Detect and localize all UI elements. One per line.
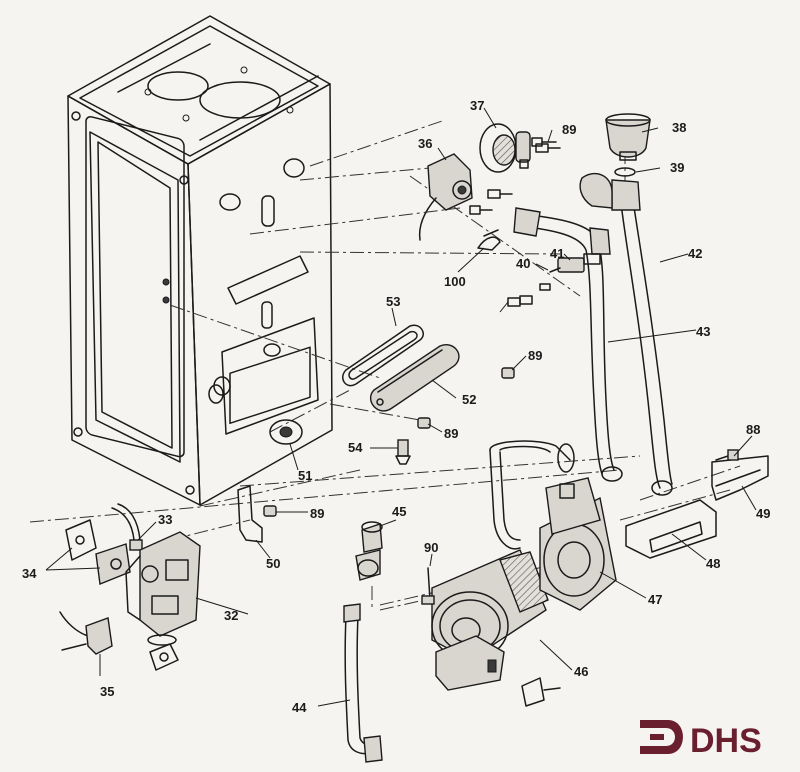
part-46-pump: [431, 549, 561, 707]
callout-51: 51: [298, 468, 312, 483]
callout-89-top: 89: [562, 122, 576, 137]
callout-54: 54: [348, 440, 363, 455]
callout-40: 40: [516, 256, 530, 271]
leader-lines: [45, 107, 757, 707]
part-50-bracket: [237, 485, 263, 543]
part-48-bracket: [625, 499, 717, 559]
bolt-89-mid: [501, 367, 515, 379]
callout-labels: 32 33 34 35 36 37 38 39 40 41 42 43 44 4…: [22, 98, 770, 715]
part-35-plug: [59, 611, 113, 655]
callout-46: 46: [574, 664, 588, 679]
callout-39: 39: [670, 160, 684, 175]
callout-41: 41: [550, 246, 564, 261]
callout-100: 100: [444, 274, 466, 289]
callout-43: 43: [696, 324, 710, 339]
callout-35: 35: [100, 684, 114, 699]
callout-34: 34: [22, 566, 37, 581]
boiler-casing: [67, 15, 333, 506]
part-47-pump-body: [489, 440, 617, 611]
callout-88: 88: [746, 422, 760, 437]
callout-42: 42: [688, 246, 702, 261]
callout-89-mid: 89: [528, 348, 542, 363]
part-100-clip: [477, 229, 501, 251]
callout-49: 49: [756, 506, 770, 521]
part-38-air-vent: [605, 113, 651, 161]
part-51-grommet: [269, 419, 303, 445]
part-42-pipe: [579, 173, 673, 496]
dhs-logo: DHS: [640, 720, 762, 760]
part-36-sensor: [418, 153, 513, 241]
callout-37: 37: [470, 98, 484, 113]
callout-48: 48: [706, 556, 720, 571]
part-44-pipe: [343, 603, 383, 763]
bolt-89-bottom: [263, 505, 277, 517]
callout-32: 32: [224, 608, 238, 623]
logo-mark-icon: [640, 720, 683, 754]
part-49-bracket: [711, 455, 769, 501]
callout-36: 36: [418, 136, 432, 151]
bolt-89-lower: [417, 417, 431, 429]
part-53-gasket: [342, 324, 424, 387]
callout-90: 90: [424, 540, 438, 555]
part-52-cover: [369, 344, 460, 412]
part-45-union: [355, 521, 383, 581]
callout-50: 50: [266, 556, 280, 571]
callout-53: 53: [386, 294, 400, 309]
callout-38: 38: [672, 120, 686, 135]
part-40-connector: [499, 283, 551, 313]
callout-47: 47: [648, 592, 662, 607]
part-88-screw: [715, 449, 739, 461]
part-54-nipple: [395, 439, 411, 465]
callout-89-lower: 89: [444, 426, 458, 441]
part-90-screw: [421, 567, 435, 605]
callout-44: 44: [292, 700, 307, 715]
callout-89-bottom: 89: [310, 506, 324, 521]
logo-text: DHS: [690, 722, 762, 760]
part-32-gas-valve: [125, 531, 201, 671]
part-43-pipe: [513, 207, 623, 482]
callout-45: 45: [392, 504, 406, 519]
part-34-plate: [65, 519, 131, 585]
part-41-connector: [549, 253, 601, 273]
part-33-tube: [111, 503, 143, 551]
bolt-89-top: [535, 143, 561, 153]
part-37-flange: [479, 123, 557, 173]
callout-33: 33: [158, 512, 172, 527]
callout-52: 52: [462, 392, 476, 407]
part-39-seal: [614, 167, 636, 177]
